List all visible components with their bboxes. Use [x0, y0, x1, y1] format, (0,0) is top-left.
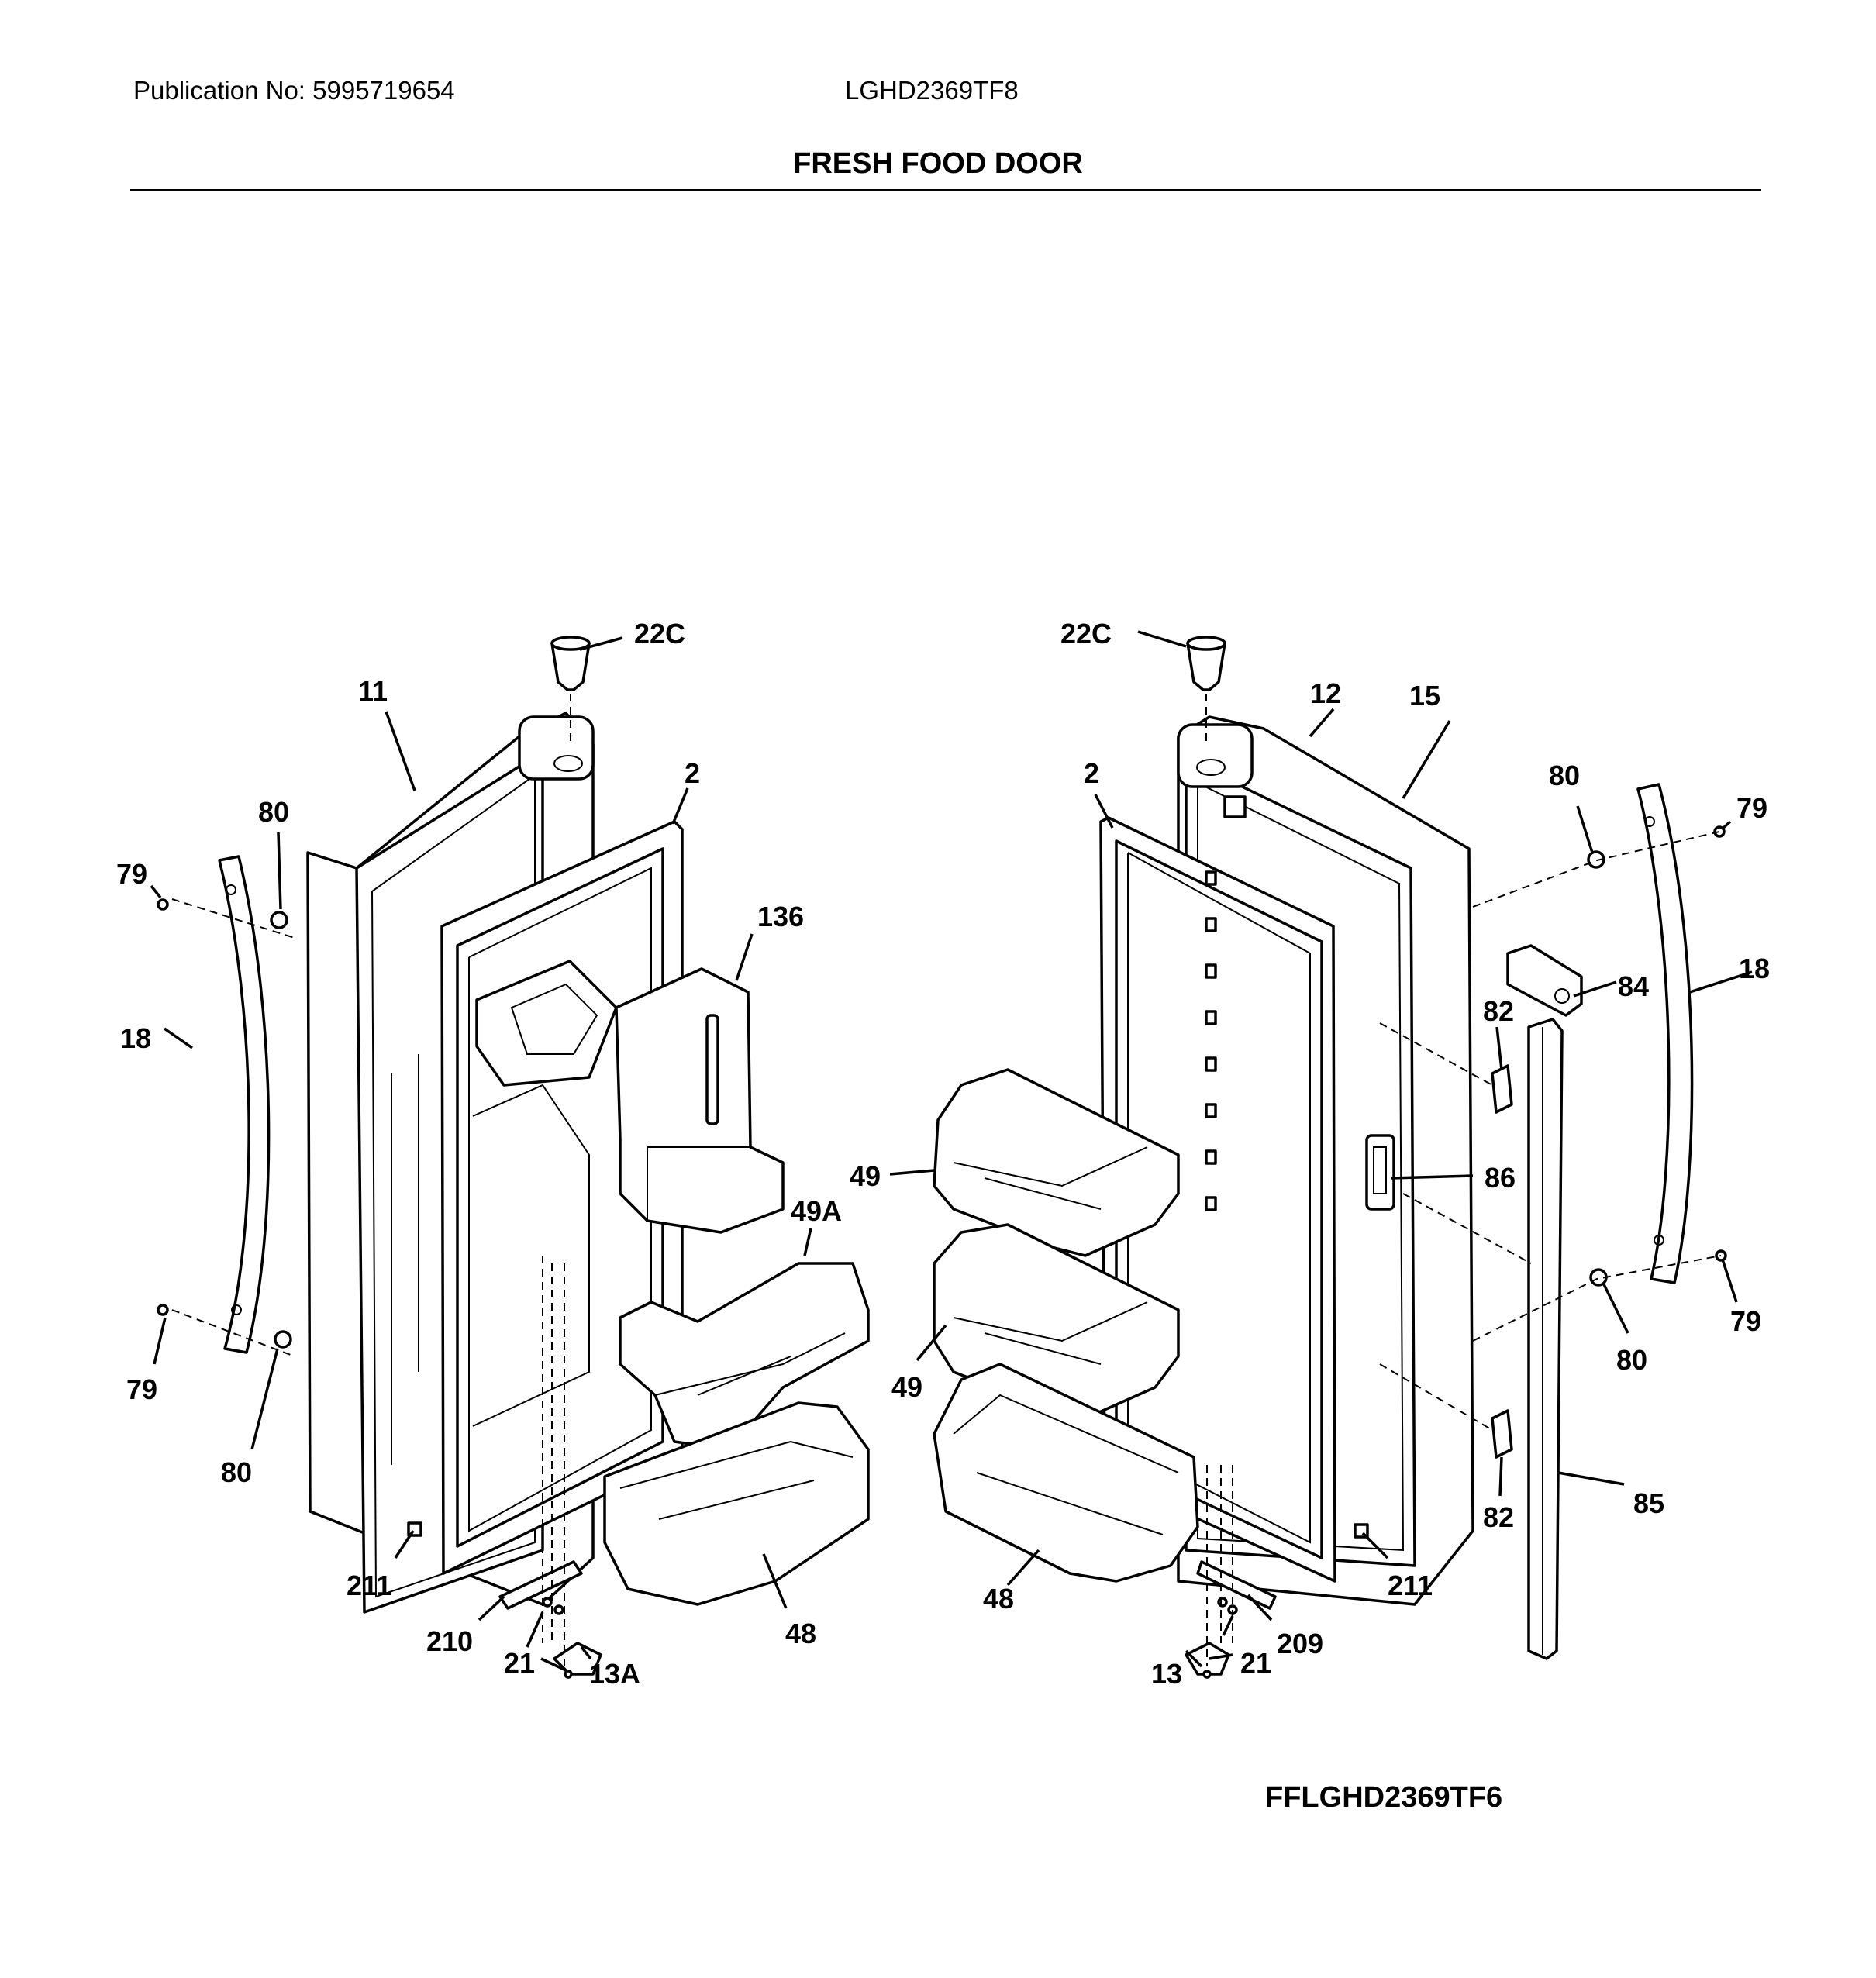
right-bin-49-top: [933, 1068, 1180, 1257]
callout-labels: 22C 11 2 80 79 136 18 49A 79 80 211 210 …: [116, 618, 1770, 1690]
assembly-dashed-lines: [171, 694, 1722, 1666]
figure-code: FFLGHD2369TF6: [1265, 1781, 1503, 1814]
callout-22c-right: 22C: [1060, 618, 1112, 650]
right-gasket-2: [1099, 816, 1336, 1583]
callout-13a: 13A: [589, 1658, 640, 1690]
callout-211-right: 211: [1388, 1570, 1433, 1601]
callout-13: 13: [1151, 1658, 1182, 1690]
callout-80-right-bottom: 80: [1616, 1344, 1647, 1376]
callout-80-right-top: 80: [1549, 760, 1580, 791]
right-door-shelf-clips: [1205, 870, 1217, 1211]
right-cap-22C: [1186, 636, 1226, 691]
callout-85: 85: [1633, 1487, 1664, 1519]
leader-lines: [150, 630, 1753, 1672]
callout-22c-left: 22C: [634, 618, 685, 650]
left-bin-49A: [619, 1262, 870, 1451]
callout-48-right: 48: [983, 1583, 1014, 1614]
callout-48-left: 48: [785, 1618, 816, 1649]
right-switch-86: [1365, 1134, 1395, 1211]
callout-136: 136: [757, 901, 804, 932]
right-trim-85: [1527, 1018, 1564, 1660]
callout-79-right-top: 79: [1736, 792, 1767, 824]
callout-49-bottom: 49: [891, 1371, 922, 1403]
callout-49a: 49A: [791, 1195, 842, 1227]
left-handle-18: [218, 855, 271, 1354]
callout-82-bottom: 82: [1483, 1501, 1514, 1533]
callout-79-right-bottom: 79: [1730, 1305, 1761, 1337]
publication-number: Publication No: 5995719654: [133, 76, 455, 105]
callout-18-left: 18: [120, 1022, 151, 1054]
callout-82-top: 82: [1483, 995, 1514, 1027]
callout-12: 12: [1310, 677, 1341, 709]
callout-211-left: 211: [347, 1570, 391, 1601]
left-cap-22C: [550, 636, 591, 691]
left-dispenser-chute: [472, 960, 618, 1427]
callout-84: 84: [1618, 970, 1649, 1002]
callout-15: 15: [1409, 680, 1440, 712]
callout-49-top: 49: [850, 1160, 881, 1192]
left-hinge-hardware: [157, 898, 602, 1679]
callout-11: 11: [358, 675, 388, 707]
right-bin-48: [933, 1363, 1199, 1583]
callout-2-right: 2: [1084, 757, 1099, 789]
callout-21-left: 21: [504, 1647, 535, 1679]
ice-bucket-136: [615, 967, 785, 1234]
right-bracket-84: [1506, 944, 1583, 1017]
page-title: FRESH FOOD DOOR: [793, 147, 1083, 180]
callout-79-left-top: 79: [116, 858, 147, 890]
callout-210: 210: [426, 1625, 473, 1657]
callout-79-left-bottom: 79: [126, 1373, 157, 1405]
right-clips-82: [1491, 1064, 1513, 1459]
callout-80-left-top: 80: [258, 796, 289, 828]
right-hinge-hardware: [1185, 795, 1727, 1679]
left-bin-48: [603, 1401, 870, 1606]
callout-18-right: 18: [1739, 953, 1770, 984]
header-rule: [130, 189, 1761, 191]
right-handle-18: [1636, 783, 1694, 1284]
callout-21-right: 21: [1240, 1647, 1271, 1679]
callout-86: 86: [1485, 1162, 1516, 1194]
callout-2-left: 2: [685, 757, 700, 789]
callout-80-left-bottom: 80: [221, 1456, 252, 1488]
callout-209: 209: [1277, 1628, 1323, 1659]
model-number: LGHD2369TF8: [845, 76, 1019, 105]
